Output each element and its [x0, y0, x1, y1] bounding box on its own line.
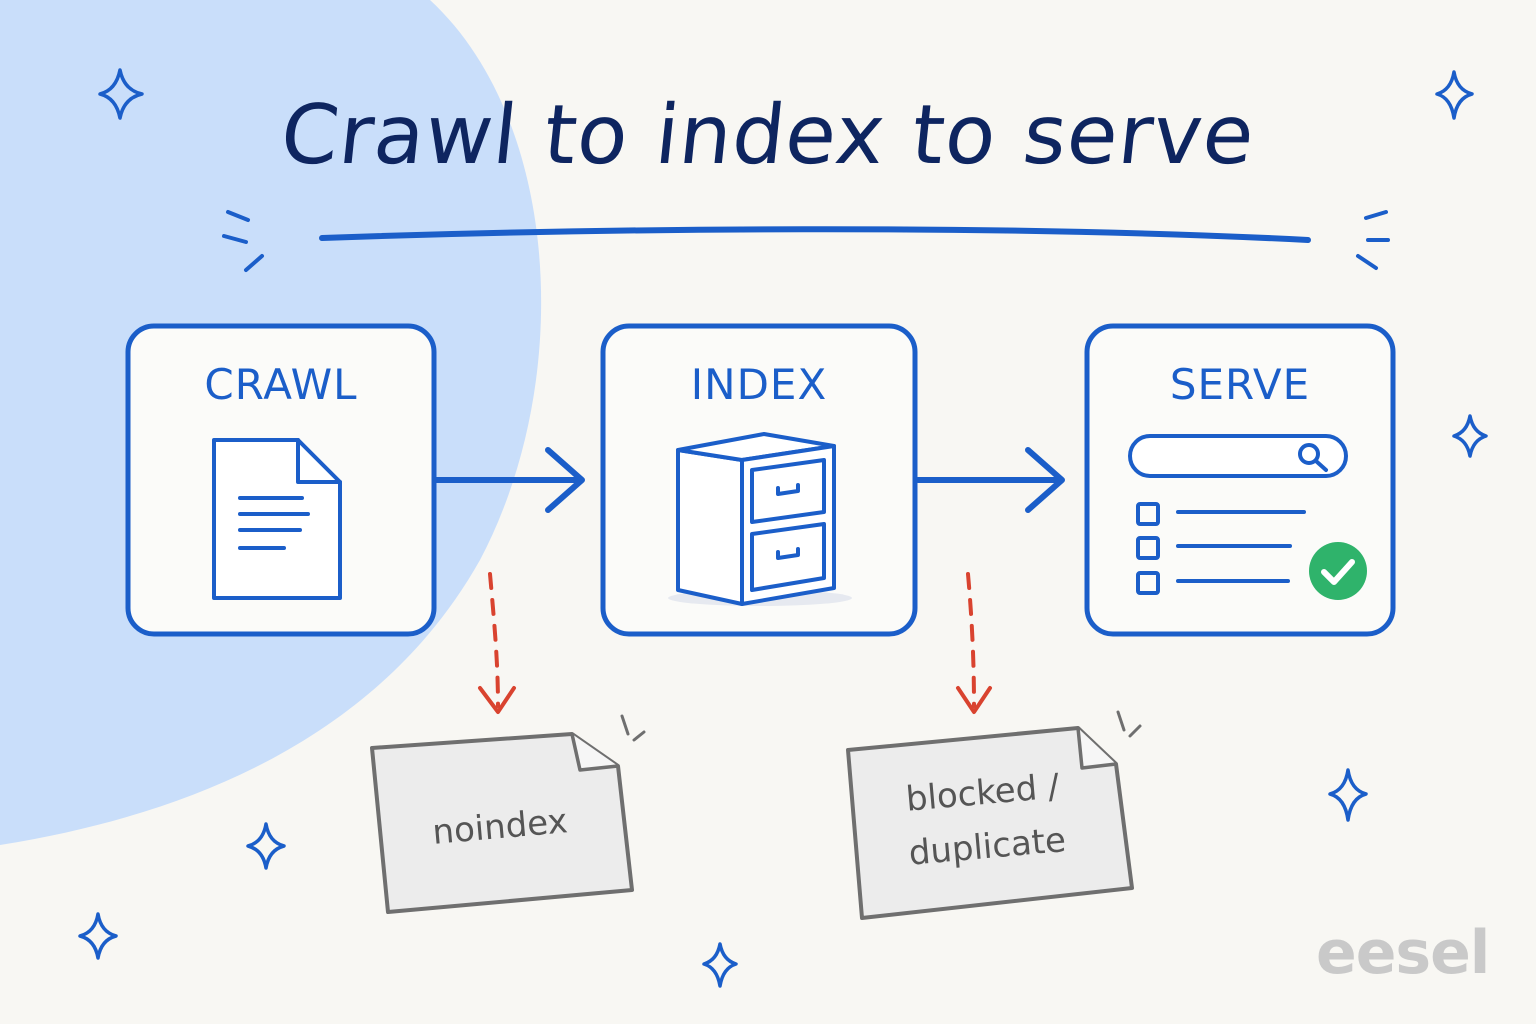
sparkle-icon [246, 822, 286, 870]
eesel-logo: eesel [1316, 918, 1490, 988]
emphasis-marks-right [1356, 210, 1390, 270]
sparkle-icons [78, 68, 1488, 988]
index-label: INDEX [690, 360, 828, 409]
search-bar [1128, 434, 1348, 478]
sparkle-icon [98, 68, 144, 120]
serve-label: SERVE [1169, 360, 1311, 409]
magnifier-icon [1298, 443, 1320, 465]
dashed-arrow-crawl-to-noindex [478, 572, 516, 714]
sparkle-icon [1328, 768, 1368, 822]
sparkle-icon [702, 942, 738, 988]
check-badge-icon [1309, 542, 1367, 600]
blocked-duplicate-text: blocked / duplicate [866, 756, 1105, 884]
checkbox-icon [1136, 571, 1160, 595]
title-underline [319, 226, 1311, 243]
arrow-index-to-serve [915, 447, 1065, 513]
document-icon [212, 438, 342, 600]
dashed-arrow-index-to-blocked [956, 572, 992, 714]
crawl-label: CRAWL [204, 360, 358, 409]
search-results-icon [1128, 434, 1348, 595]
blocked-duplicate-note [846, 710, 1142, 920]
checkbox-icon [1136, 502, 1160, 526]
checkbox-icon [1136, 536, 1160, 560]
arrow-crawl-to-index [433, 447, 585, 513]
sparkle-icon [1452, 414, 1488, 458]
sparkle-icon [1435, 70, 1474, 120]
sparkle-icon [78, 912, 118, 960]
emphasis-marks-left [222, 210, 264, 272]
noindex-note [370, 714, 646, 914]
filing-cabinet-icon [668, 432, 852, 606]
diagram-title: Crawl to index to serve [276, 88, 1260, 183]
